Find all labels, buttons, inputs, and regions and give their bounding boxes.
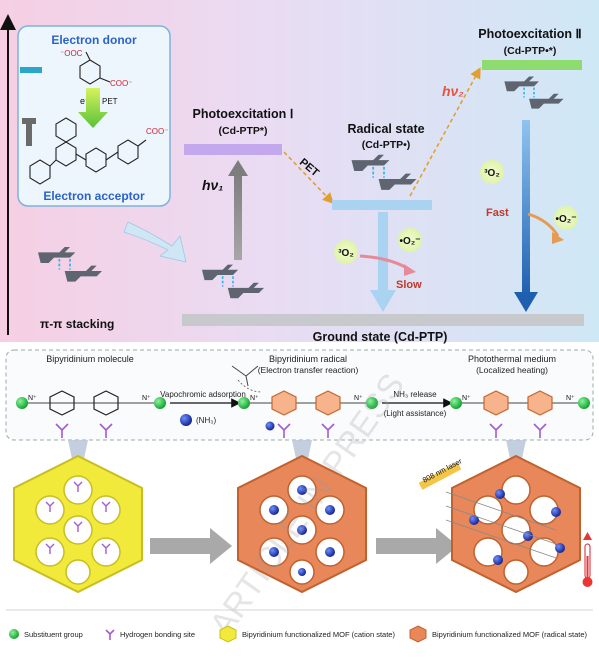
electron-transfer-label: (Electron transfer reaction) (258, 365, 359, 375)
bipyridinium-molecule-label: Bipyridinium molecule (46, 354, 134, 364)
amine-donor-sketch (231, 365, 259, 387)
legend-mof-cation: Bipyridinium functionalized MOF (cation … (242, 630, 395, 639)
pi-stacking-label: π-π stacking (40, 317, 114, 331)
n-plus-1a: N⁺ (28, 395, 37, 402)
transition-arrow-2 (376, 528, 458, 564)
localized-heating-label: (Localized heating) (476, 365, 548, 375)
n-plus-1b: N⁺ (142, 395, 151, 402)
carboxylate-acceptor: COO⁻ (146, 127, 168, 136)
radical-state-subtitle: (Cd-PTP•) (362, 139, 411, 151)
vapochromic-label: Vapochromic adsorption (160, 390, 246, 399)
fast-label: Fast (486, 207, 509, 219)
pet-small-label: PET (102, 97, 118, 106)
superoxide-label: •O₂⁻ (399, 236, 420, 247)
radical-state-level (332, 200, 432, 210)
ground-state-label: Ground state (Cd-PTP) (313, 330, 448, 344)
slow-decay-arrow-shaft (378, 212, 388, 294)
hbond-sites-row (55, 423, 547, 438)
mof-radical-state (237, 454, 367, 594)
legend-mof-radical: Bipyridinium functionalized MOF (radical… (432, 630, 588, 639)
fast-reaction-arrow (527, 212, 560, 237)
curved-transition-arrow (123, 221, 187, 263)
donor-symbol-bar (20, 67, 42, 73)
legend-hbond: Hydrogen bonding site (120, 630, 195, 639)
slow-decay-arrowhead (370, 290, 396, 312)
ground-state-level (182, 314, 584, 326)
hv1-label: hν₁ (202, 177, 223, 193)
thermometer-icon (582, 532, 593, 587)
electron-donor-label: Electron donor (51, 33, 137, 47)
hv1-arrow-shaft (234, 172, 242, 260)
hv2-dashed-arrow (409, 67, 481, 197)
mof-cation-state (13, 454, 143, 594)
legend-mof-radical-icon (409, 625, 427, 643)
photothermal-label: Photothermal medium (468, 354, 556, 364)
carboxylate-left: ⁻OOC (60, 49, 83, 58)
superoxide-bubble-2 (554, 206, 578, 230)
photoexcitation-2-title: Photoexcitation Ⅱ (478, 27, 581, 41)
photoexcitation-2-subtitle: (Cd-PTP•*) (504, 45, 557, 57)
triplet-oxygen-bubble-2 (480, 160, 504, 184)
fast-decay-arrowhead (514, 292, 538, 312)
superoxide-bubble (398, 228, 422, 252)
n-plus-3b: N⁺ (566, 395, 575, 402)
mof-photothermal-state (445, 454, 581, 594)
photoexcitation-1-level (184, 144, 282, 155)
n-plus-2b: N⁺ (354, 395, 363, 402)
pet-green-arrow (78, 88, 108, 128)
legend-hbond-icon (105, 629, 115, 640)
photoexcitation-1-subtitle: (Cd-PTP*) (219, 125, 268, 137)
light-assistance-label: (Light assistance) (384, 409, 447, 418)
electron-acceptor-label: Electron acceptor (43, 189, 145, 203)
triplet-oxygen-label-2: ³O₂ (484, 168, 500, 179)
legend-mof-cation-icon (219, 625, 237, 643)
slow-label: Slow (396, 279, 422, 291)
electron-transfer-curve (237, 379, 263, 393)
radical-state-title: Radical state (347, 122, 424, 136)
n-plus-3a: N⁺ (462, 395, 471, 402)
photoexcitation-2-level (482, 60, 582, 70)
bipyridinium-molecule-1 (16, 390, 166, 416)
laser-beam-icon (418, 462, 462, 490)
photothermal-molecule (450, 390, 590, 416)
legend-substituent: Substituent group (24, 630, 83, 639)
hv2-label: hν₂ (442, 83, 464, 99)
legend-substituent-icon (9, 629, 19, 639)
triplet-oxygen-bubble (334, 240, 358, 264)
bipyridinium-radical-label: Bipyridinium radical (269, 354, 347, 364)
triplet-oxygen-label: ³O₂ (338, 248, 354, 259)
electron-symbol: e⁻ (80, 96, 90, 106)
photoexcitation-1-title: Photoexcitation Ⅰ (193, 107, 294, 121)
hv1-arrowhead (228, 160, 248, 176)
carboxylate-right: COO⁻ (110, 79, 132, 88)
transition-arrow-1 (150, 528, 232, 564)
acceptor-molecule (29, 117, 147, 185)
bipyridinium-radical-molecule (238, 390, 378, 431)
n-plus-2a: N⁺ (250, 395, 259, 402)
donor-molecule (79, 51, 111, 85)
nh3-molecule-icon (180, 414, 192, 426)
fast-decay-arrow-shaft (522, 120, 530, 296)
superoxide-label-2: •O₂⁻ (555, 214, 576, 225)
nh3-label: (NH₃) (196, 416, 216, 425)
nh3-release-label: NH₃ release (393, 390, 437, 399)
